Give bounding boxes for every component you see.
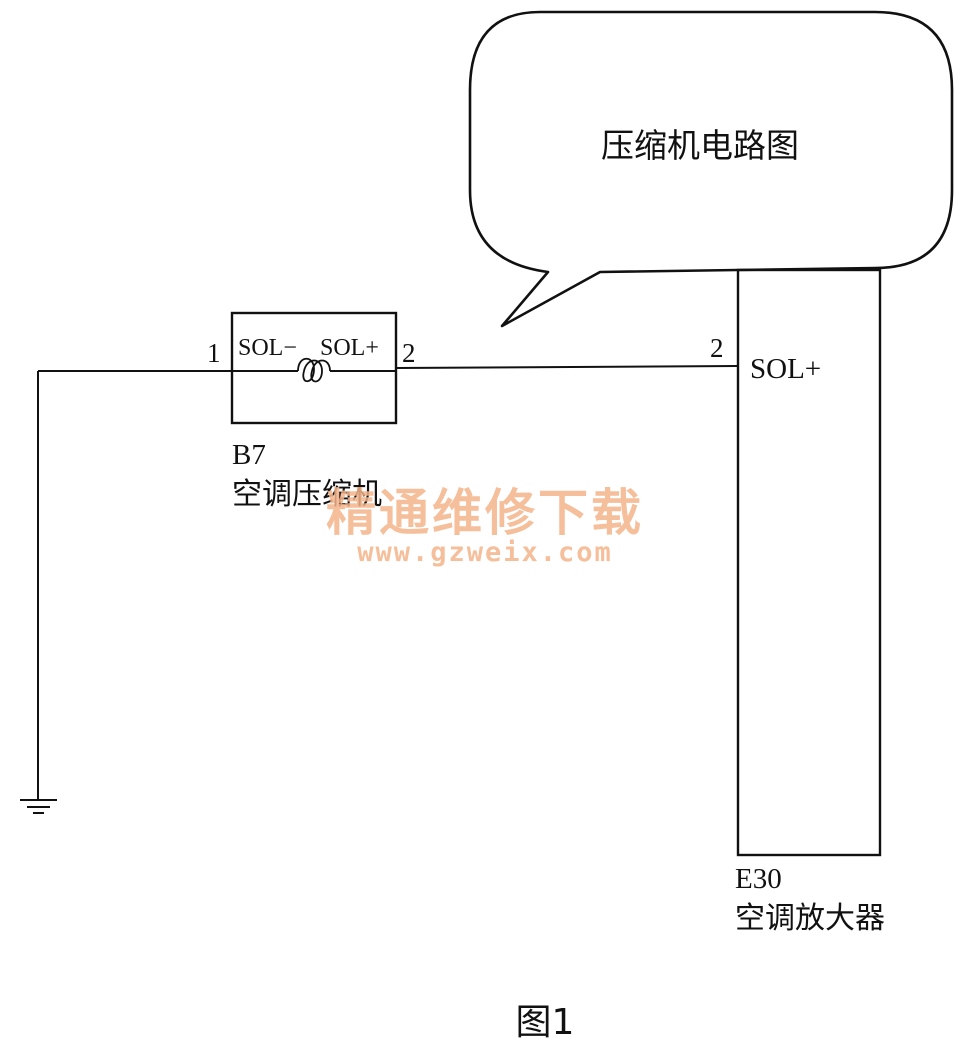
compressor-pin-label-negative: SOL− [238, 335, 297, 361]
compressor-b7: 1 SOL− SOL+ 2 B7 空调压缩机 [207, 311, 416, 512]
compressor-pin1-number: 1 [207, 338, 221, 368]
compressor-pin-label-positive: SOL+ [320, 335, 379, 361]
solenoid-coil-icon [297, 357, 331, 383]
figure-caption: 图1 [516, 1002, 575, 1043]
amplifier-e30: 2 SOL+ E30 空调放大器 [710, 268, 885, 936]
callout-bubble-shape [468, 10, 954, 328]
compressor-pin2-number: 2 [402, 338, 416, 368]
amplifier-name-label: 空调放大器 [735, 901, 885, 936]
compressor-name-label: 空调压缩机 [232, 477, 382, 512]
callout-title: 压缩机电路图 [601, 126, 799, 165]
callout-bubble: 压缩机电路图 [468, 10, 954, 328]
amplifier-id-label: E30 [735, 863, 782, 895]
compressor-id-label: B7 [232, 439, 266, 471]
ground-symbol-icon [20, 799, 57, 814]
watermark: 精通维修下载 www.gzweix.com [326, 484, 644, 568]
wire-b7-to-e30 [395, 365, 739, 369]
amplifier-pin-label: SOL+ [750, 353, 821, 385]
amplifier-pin-number: 2 [710, 333, 724, 363]
watermark-title: 精通维修下载 [326, 484, 644, 542]
watermark-url: www.gzweix.com [357, 537, 613, 568]
ground-circuit [20, 370, 232, 814]
amplifier-box [736, 268, 882, 857]
